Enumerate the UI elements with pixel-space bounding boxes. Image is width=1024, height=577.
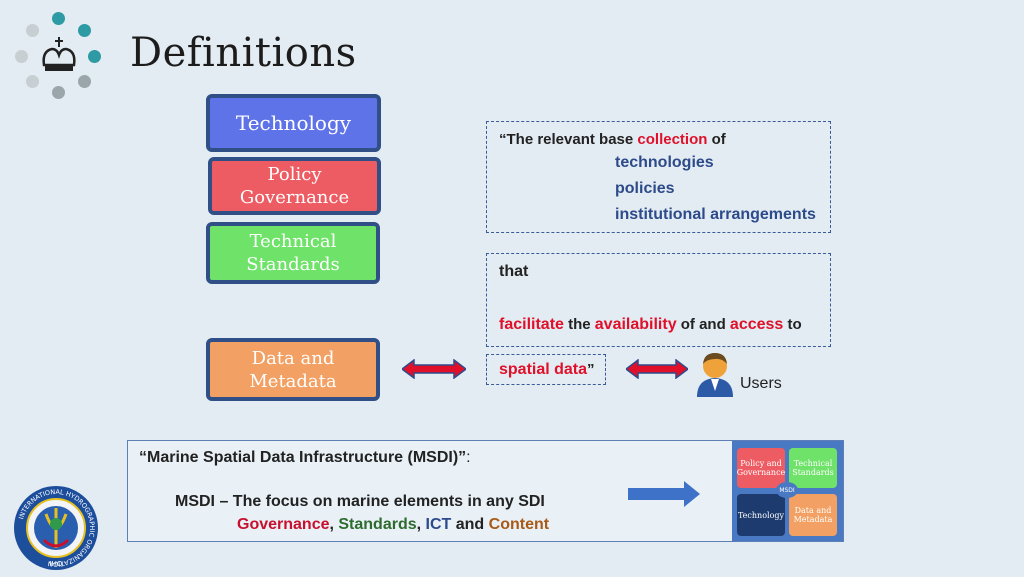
item-institutional: institutional arrangements <box>615 206 816 223</box>
availability-word: availability <box>594 316 677 333</box>
msdi-box: “Marine Spatial Data Infrastructure (MSD… <box>127 440 844 542</box>
data-label: Data and Metadata <box>249 347 336 393</box>
facilitate-line: facilitate the availability of and acces… <box>499 316 802 334</box>
mini-technology: Technology <box>737 494 785 536</box>
governance-word: Governance <box>237 516 330 533</box>
quote-open: “The relevant base <box>499 131 638 148</box>
mini-standards: Technical Standards <box>789 448 837 488</box>
policy-label: Policy Governance <box>240 163 349 209</box>
msdi-heading-text: “Marine Spatial Data Infrastructure (MSD… <box>139 449 467 466</box>
spatial-data-text: spatial data” <box>499 361 595 379</box>
page-title: Definitions <box>130 30 357 76</box>
logo-dot <box>88 50 101 63</box>
mini-policy: Policy and Governance <box>737 448 785 488</box>
data-line1: Data and <box>251 347 335 369</box>
double-arrow-icon <box>626 359 688 379</box>
technology-label: Technology <box>235 110 352 135</box>
item-technologies: technologies <box>615 154 714 171</box>
standards-line2: Standards <box>246 254 340 275</box>
logo-dot <box>52 86 65 99</box>
item-policies: policies <box>615 180 675 197</box>
definition-intro: “The relevant base collection of <box>499 131 726 148</box>
comma: , <box>416 516 426 533</box>
right-arrow-icon <box>628 481 700 507</box>
mini-center: MSDI <box>776 482 798 498</box>
user-icon <box>697 353 733 397</box>
the-word: the <box>563 316 595 333</box>
collection-word: collection <box>637 131 708 148</box>
logo-dot <box>78 75 91 88</box>
of-and-word: of and <box>676 316 730 333</box>
access-word: access <box>729 316 784 333</box>
policy-governance-box: Policy Governance <box>208 157 381 215</box>
of-word: of <box>707 131 726 148</box>
policy-line2: Governance <box>239 187 350 208</box>
crown-icon <box>42 37 76 71</box>
iho-emblem-icon: INTERNATIONAL HYDROGRAPHIC ORGANIZATION … <box>14 486 98 570</box>
msdi-heading: “Marine Spatial Data Infrastructure (MSD… <box>139 449 471 467</box>
standards-label: Technical Standards <box>246 230 340 276</box>
logo-dot <box>78 24 91 37</box>
msdi-colon: : <box>466 449 471 466</box>
comma: , <box>329 516 339 533</box>
spatial-data-word: spatial data <box>499 361 588 378</box>
mini-data: Data and Metadata <box>789 494 837 536</box>
standards-word: Standards <box>338 516 417 533</box>
ict-word: ICT <box>425 516 452 533</box>
crown-logo <box>12 10 107 105</box>
logo-dot <box>26 75 39 88</box>
msdi-mini-diagram: Policy and Governance Technical Standard… <box>732 441 843 541</box>
data-metadata-box: Data and Metadata <box>206 338 380 401</box>
logo-dot <box>26 24 39 37</box>
quote-close: ” <box>587 361 595 378</box>
definition-box-collection: “The relevant base collection of technol… <box>486 121 831 233</box>
logo-iho-text: IHO <box>50 560 63 568</box>
logo-dot <box>15 50 28 63</box>
that-word: that <box>499 263 529 280</box>
definition-box-facilitate: that facilitate the availability of and … <box>486 253 831 347</box>
technical-standards-box: Technical Standards <box>206 222 380 284</box>
iho-logo: INTERNATIONAL HYDROGRAPHIC ORGANIZATION … <box>12 484 100 572</box>
and-word: and <box>451 516 489 533</box>
msdi-components: Governance, Standards, ICT and Content <box>237 516 549 534</box>
data-line2: Metadata <box>249 370 337 392</box>
msdi-focus: MSDI – The focus on marine elements in a… <box>175 493 545 510</box>
to-word: to <box>783 316 802 333</box>
users-label: Users <box>740 375 782 392</box>
facilitate-word: facilitate <box>499 316 564 333</box>
spatial-data-box: spatial data” <box>486 354 606 385</box>
content-word: Content <box>488 516 550 533</box>
double-arrow-icon <box>402 359 466 379</box>
logo-dot <box>52 12 65 25</box>
standards-line1: Technical <box>249 231 337 252</box>
technology-box: Technology <box>206 94 381 152</box>
policy-line1: Policy <box>267 164 322 185</box>
